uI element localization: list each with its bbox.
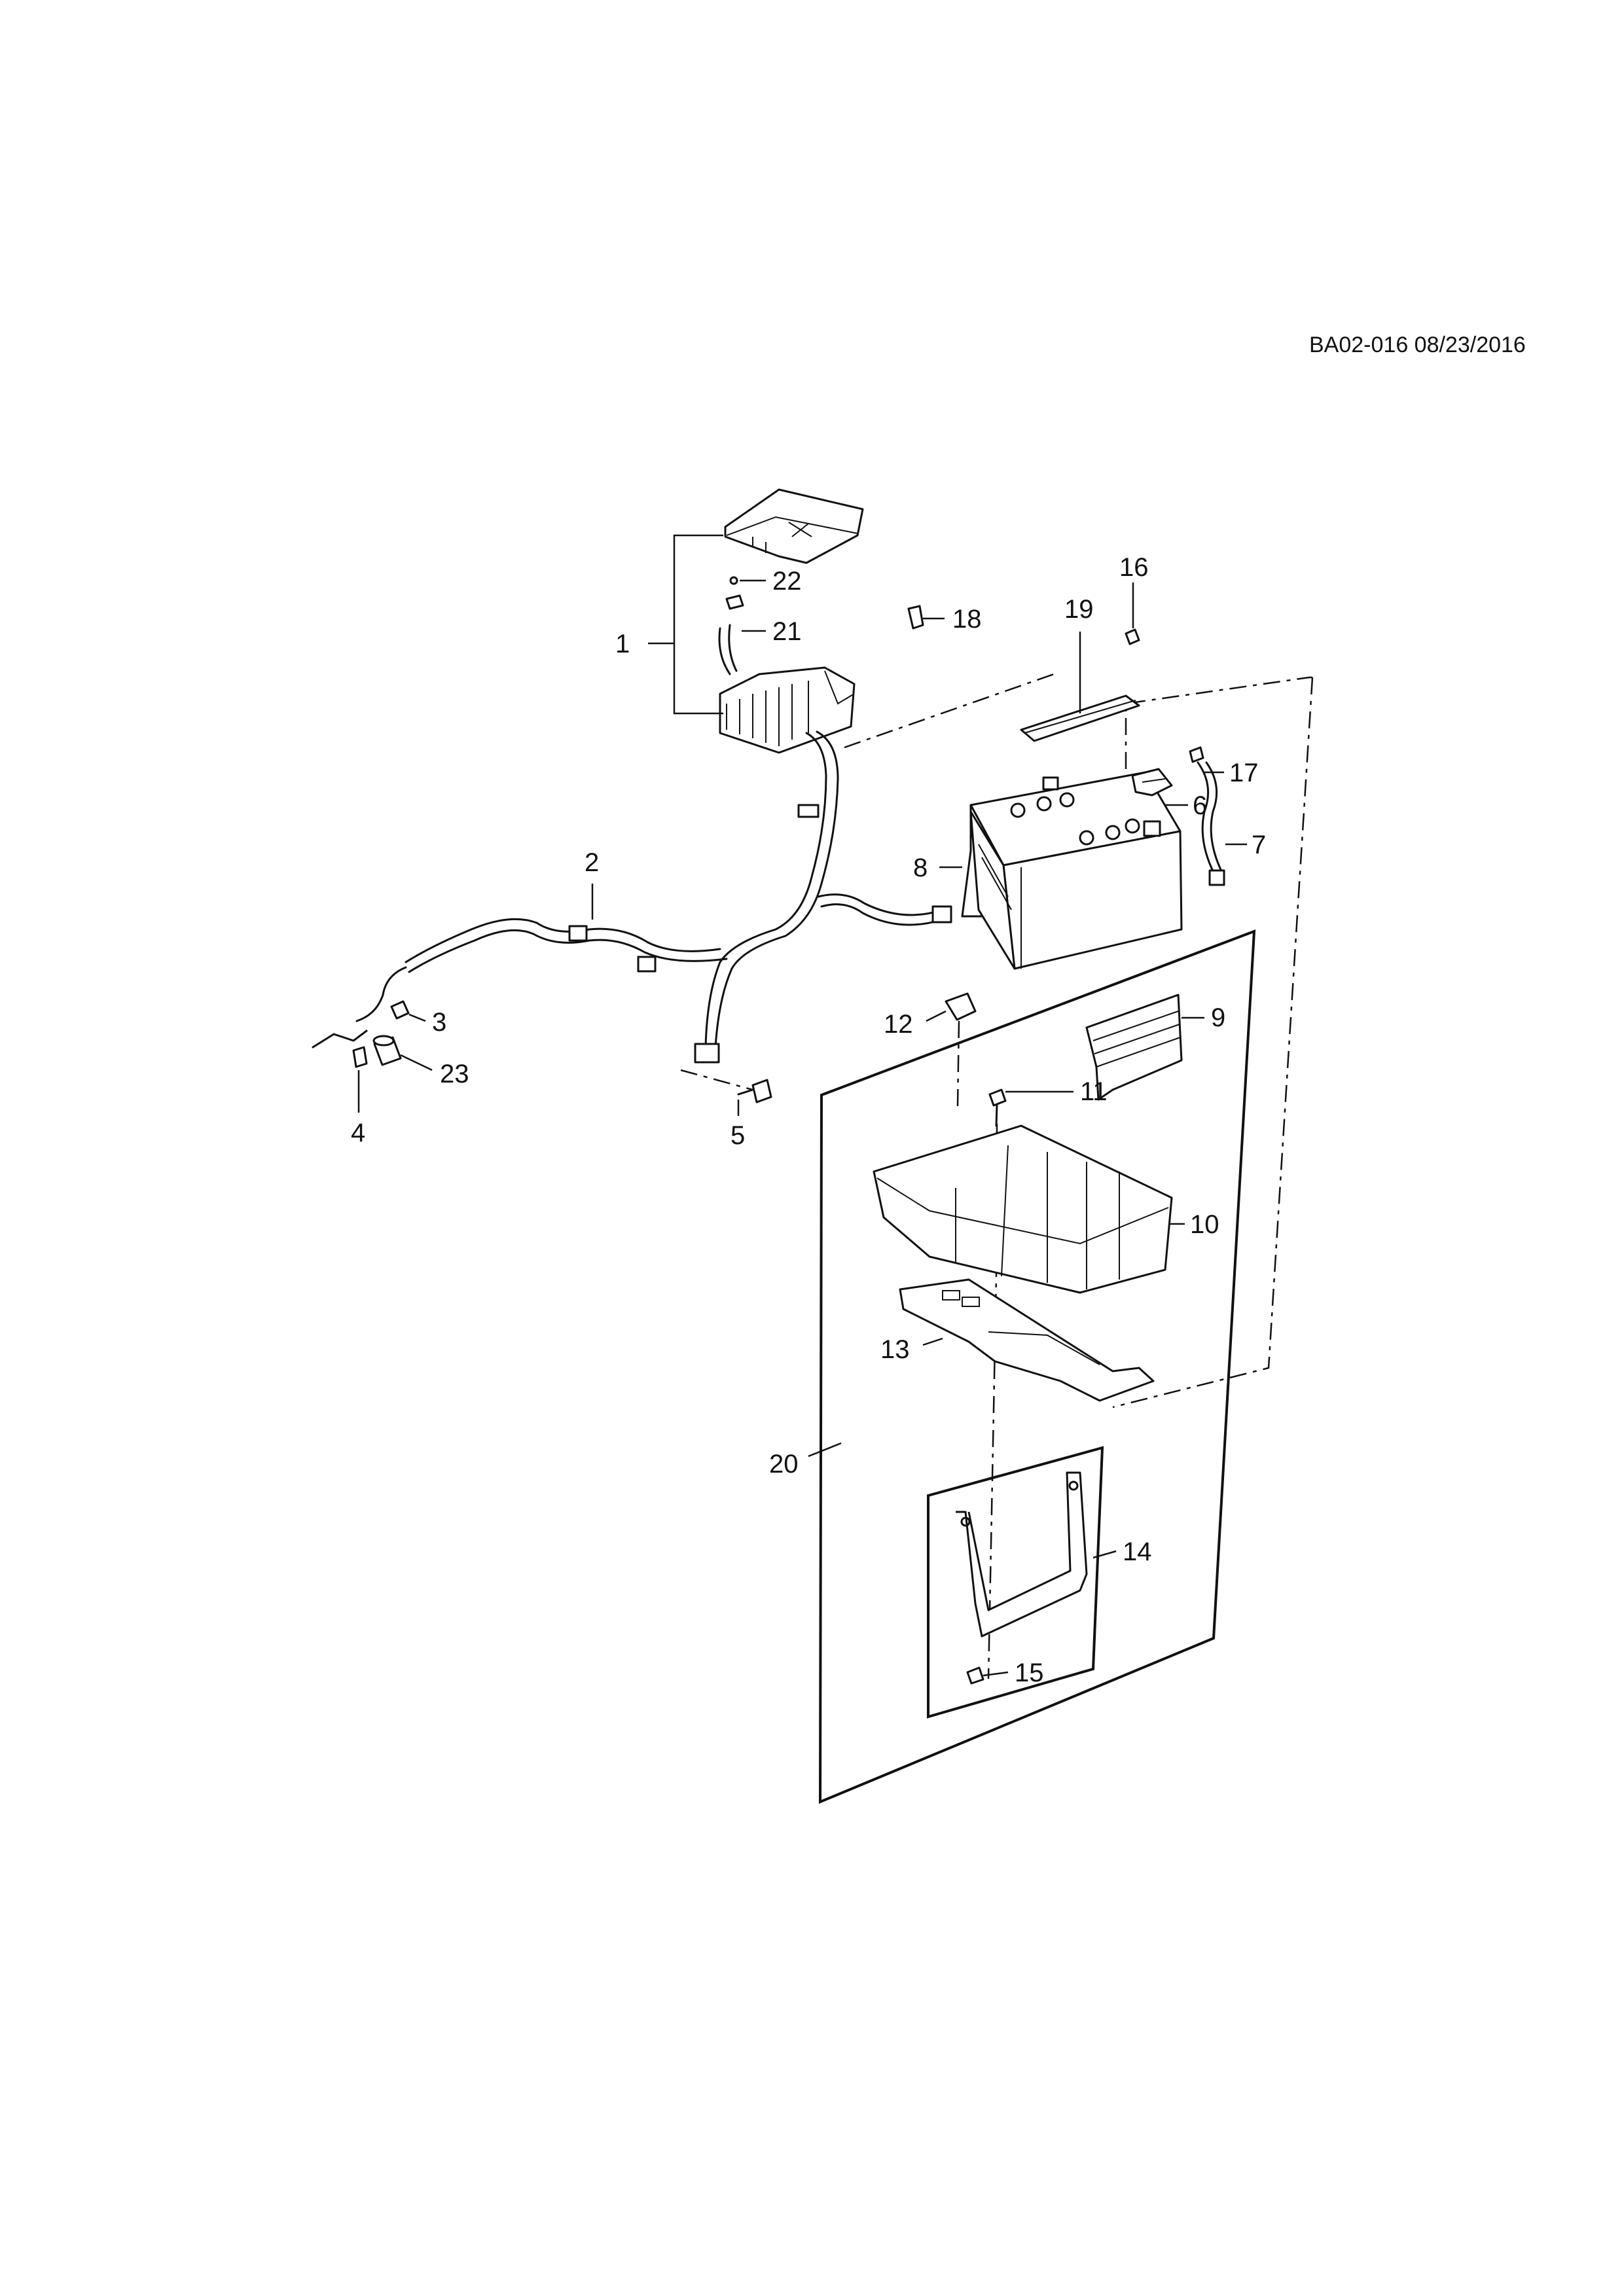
pin-22	[729, 576, 738, 585]
leader-14	[1092, 1550, 1117, 1559]
callout-5: 5	[731, 1121, 745, 1150]
reference-line-bolt5	[680, 1069, 753, 1091]
nut-3	[390, 1000, 410, 1020]
tray-plate-13	[899, 1278, 1155, 1402]
ground-cable-7	[1197, 761, 1225, 886]
terminal-clamp-6	[1131, 768, 1173, 797]
drawing-code: BA02-016 08/23/2016	[1309, 332, 1526, 357]
callout-16: 16	[1119, 553, 1149, 582]
screw-11	[988, 1088, 1007, 1127]
leader-13	[922, 1337, 943, 1346]
leader-12	[926, 1010, 947, 1022]
callout-12: 12	[884, 1010, 913, 1039]
reference-line-strap	[1125, 676, 1312, 769]
assembly-frame-20	[818, 929, 1256, 1804]
clip-12	[945, 992, 977, 1021]
callout-20: 20	[769, 1450, 799, 1479]
callout-8: 8	[913, 853, 928, 882]
battery-tray-10	[873, 1124, 1173, 1294]
screw-17	[1189, 746, 1204, 763]
callout-23: 23	[440, 1060, 469, 1088]
callout-4: 4	[351, 1119, 365, 1147]
reference-line-top	[844, 673, 1055, 749]
leader-20	[808, 1442, 842, 1458]
callout-17: 17	[1229, 759, 1259, 787]
callout-3: 3	[432, 1008, 446, 1037]
callout-1: 1	[615, 630, 630, 658]
clip-18	[907, 605, 924, 630]
reference-line-right	[1112, 677, 1314, 1408]
callout-22: 22	[772, 567, 802, 596]
callout-6: 6	[1193, 791, 1207, 820]
callout-15: 15	[1015, 1659, 1044, 1687]
callout-9: 9	[1211, 1003, 1225, 1032]
fuse-block	[719, 666, 856, 754]
battery-8	[961, 771, 1183, 970]
callout-19: 19	[1064, 595, 1094, 624]
heat-shield-9	[1085, 994, 1183, 1101]
callout-18: 18	[952, 605, 982, 634]
assembly-frame-14	[927, 1446, 1104, 1719]
bracket-14	[956, 1471, 1088, 1638]
hold-down-strap-19	[1020, 694, 1140, 742]
nut-16	[1125, 628, 1140, 645]
reference-line-left	[956, 1020, 960, 1107]
callout-7: 7	[1252, 831, 1266, 859]
callout-21: 21	[772, 617, 802, 646]
callout-14: 14	[1123, 1537, 1152, 1566]
callout-13: 13	[880, 1335, 910, 1364]
cable-harness-2	[355, 730, 952, 1064]
fuse-link-21	[718, 594, 744, 675]
leader-3	[408, 1013, 426, 1022]
callout-11: 11	[1080, 1077, 1108, 1106]
callout-2: 2	[585, 848, 599, 877]
callout-1-bracket	[673, 534, 723, 715]
terminal-4	[312, 1030, 368, 1068]
callout-10: 10	[1190, 1210, 1219, 1239]
bolt-5	[737, 1079, 772, 1103]
fuse-23	[372, 1035, 402, 1066]
leader-23	[400, 1054, 433, 1071]
screw-15	[966, 1666, 984, 1685]
leader-15	[983, 1671, 1009, 1677]
fuse-box-cover	[724, 488, 864, 564]
